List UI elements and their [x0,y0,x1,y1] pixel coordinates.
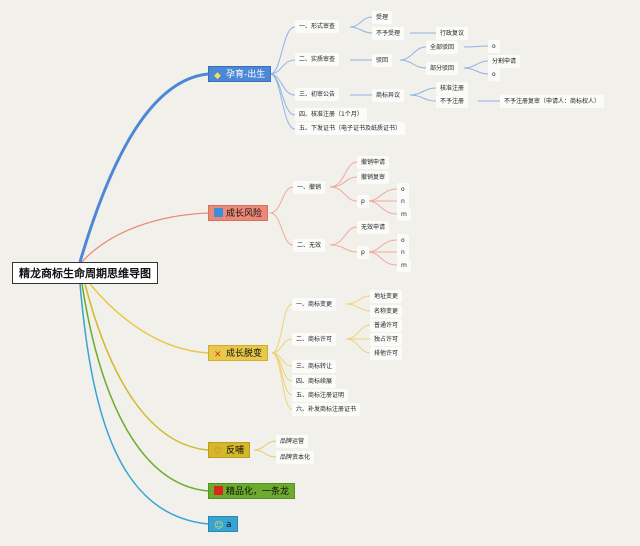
branch-line-6 [79,283,209,525]
leaf-preliminary-announcement[interactable]: 三、初审公告 [295,88,340,101]
topic-feedback-label: 反哺 [226,446,245,456]
leaf-letter-o[interactable]: o [397,234,409,247]
leaf-formal-review[interactable]: 一、形式审查 [295,20,340,33]
leaf-letter-p[interactable]: p [357,195,369,208]
leaf-letter-o[interactable]: o [397,183,409,196]
leaf-letter-n[interactable]: n [397,195,409,208]
leaf-trademark-change[interactable]: 一、商标变更 [292,298,337,311]
leaf-substantive-review[interactable]: 二、实质审查 [295,53,340,66]
leaf-reexamination[interactable]: 不予注册复审（申请人：商标权人） [500,95,605,108]
topic-birth[interactable]: ◆ 孕育-出生 [208,66,272,82]
square-icon [214,486,223,495]
topic-a-label: a [226,520,232,530]
leaf-letter-m[interactable]: m [397,208,411,221]
leaf-letter-p[interactable]: p [357,246,369,259]
leaf-general-license[interactable]: 普通许可 [370,319,403,332]
leaf-full-reject[interactable]: 全部驳回 [426,41,459,54]
topic-growth-risk-label: 成长风险 [226,209,263,219]
leaf-revoke-application[interactable]: 撤销申请 [357,156,390,169]
branch-line-3 [89,283,209,354]
leaf-letter-o[interactable]: o [488,68,500,81]
leaf-split-application[interactable]: 分割申请 [488,55,521,68]
topic-transformation-label: 成长脱变 [226,349,263,359]
leaf-partial-reject[interactable]: 部分驳回 [426,62,459,75]
smile-icon: ☺ [214,521,224,531]
leaf-sole-license[interactable]: 排他许可 [370,347,403,360]
leaf-invalid-application[interactable]: 无效申请 [357,221,390,234]
leaf-trademark-opposition[interactable]: 商标异议 [372,89,405,102]
leaf-brand-operation[interactable]: 品牌运营 [276,435,309,448]
root-topic[interactable]: 精龙商标生命周期思维导图 [12,262,158,284]
leaf-not-approve[interactable]: 不予注册 [436,95,469,108]
topic-transformation[interactable]: ✕ 成长脱变 [208,345,269,361]
branch-line-5 [81,283,209,492]
leaf-address-change[interactable]: 地址变更 [370,290,403,303]
leaf-accept[interactable]: 受理 [372,11,393,24]
leaf-letter-n[interactable]: n [397,246,409,259]
leaf-invalid[interactable]: 二、无效 [293,239,326,252]
leaf-letter-o[interactable]: o [488,40,500,53]
topic-growth-risk[interactable]: 成长风险 [208,205,269,221]
heart-icon: ♡ [214,447,223,457]
leaf-trademark-license[interactable]: 二、商标许可 [292,333,337,346]
leaf-trademark-transfer[interactable]: 三、商标转让 [292,360,337,373]
leaf-admin-review[interactable]: 行政复议 [436,27,469,40]
branch-line-4 [84,283,209,451]
topic-birth-label: 孕育-出生 [226,70,266,80]
gem-icon: ◆ [214,71,221,81]
leaf-brand-capitalization[interactable]: 品牌资本化 [276,451,315,464]
leaf-reject[interactable]: 驳回 [372,54,393,67]
leaf-approve-registration[interactable]: 四、核准注册（1个月） [295,108,367,121]
leaf-issue-certificate[interactable]: 五、下发证书（电子证书及纸质证书） [295,122,406,135]
branch-line-2 [79,212,209,265]
leaf-exclusive-license[interactable]: 独占许可 [370,333,403,346]
leaf-revoke[interactable]: 一、撤销 [293,181,326,194]
topic-a[interactable]: ☺a [208,516,238,532]
leaf-name-change[interactable]: 名称变更 [370,305,403,318]
leaf-letter-m[interactable]: m [397,259,411,272]
branch-line-1 [78,72,209,263]
leaf-approve[interactable]: 核准注册 [436,82,469,95]
leaf-not-accept[interactable]: 不予受理 [372,27,405,40]
tools-icon: ✕ [214,350,222,360]
topic-feedback[interactable]: ♡反哺 [208,442,251,458]
leaf-reissue-certificate[interactable]: 六、补发商标注册证书 [292,403,361,416]
square-icon [214,208,223,217]
topic-refinement[interactable]: 精品化，一条龙 [208,483,296,499]
leaf-registration-proof[interactable]: 五、商标注册证明 [292,389,349,402]
leaf-trademark-renewal[interactable]: 四、商标续展 [292,375,337,388]
leaf-revoke-review[interactable]: 撤销复审 [357,171,390,184]
topic-refinement-label: 精品化，一条龙 [226,487,290,497]
